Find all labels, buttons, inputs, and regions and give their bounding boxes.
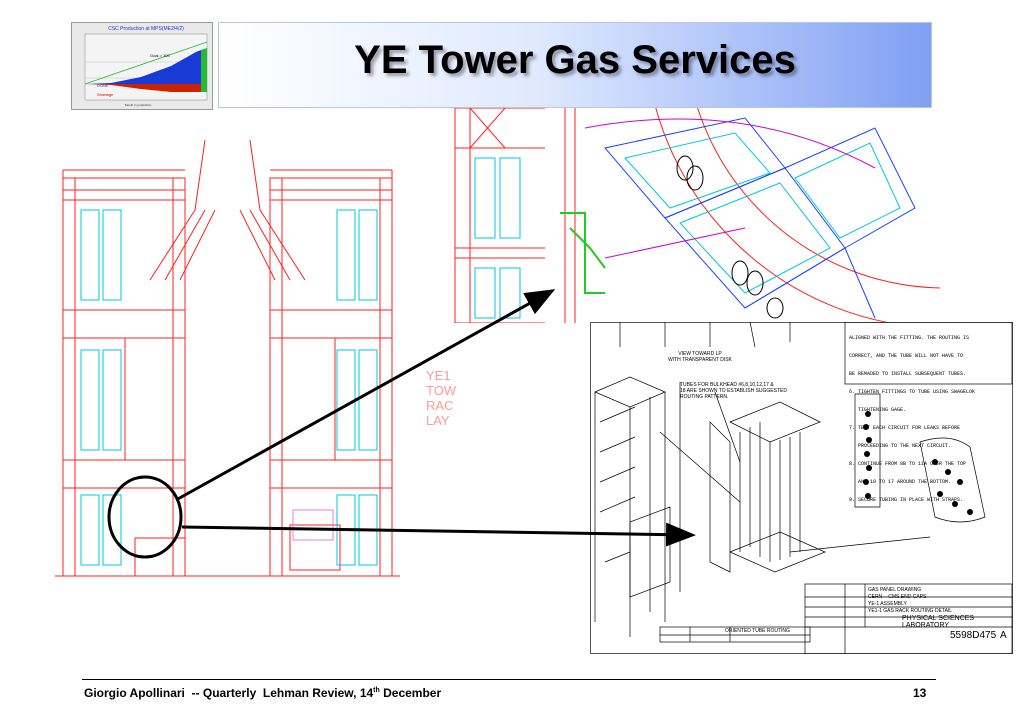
tubes-note: TUBES FOR BULKHEAD #6,8,10,12,17 & 18 AR… — [680, 382, 787, 400]
note-line: 9. SECURE TUBING IN PLACE WITH STRAPS. — [849, 497, 964, 503]
drawing-notes-block: ALIGNED WITH THE FITTING. THE ROUTING IS… — [849, 323, 1009, 509]
tubes-note-line: 18 ARE SHOWN TO ESTABLISH SUGGESTED — [680, 388, 787, 394]
note-line: PROCEEDING TO THE NEXT CIRCUIT. — [849, 443, 952, 449]
endcap-disk-drawing — [545, 108, 940, 323]
note-line: 6. TIGHTEN FITTINGS TO TUBE USING SWAGEL… — [849, 389, 976, 395]
footer-superscript: th — [373, 687, 380, 694]
title-block-line: GAS PANEL DRAWING — [868, 587, 922, 593]
arrow-to-drawing — [181, 522, 696, 547]
thumbnail-chart-graphic — [84, 33, 208, 101]
title-block-line: YE1-1 GAS RACK ROUTING DETAIL — [868, 608, 953, 614]
note-line: 7. TEST EACH CIRCUIT FOR LEAKS BEFORE — [849, 425, 961, 431]
footer-author: Giorgio Apollinari -- Quarterly Lehman R… — [84, 686, 374, 700]
slide-title: YE Tower Gas Services — [354, 38, 796, 82]
tower-label-line: YE1 — [426, 368, 451, 383]
arrow-to-disk — [175, 289, 556, 502]
title-block-line: CERN -- CMS END CAPS — [868, 594, 927, 600]
thumbnail-legend-done: DONE — [97, 83, 109, 88]
page-number: 13 — [913, 686, 927, 700]
view-note: VIEW TOWARD LP WITH TRANSPARENT DISK — [668, 351, 732, 363]
footer-divider — [82, 679, 936, 680]
footer-suffix: December — [379, 686, 442, 700]
drawing-revision: A — [1000, 630, 1007, 641]
thumbnail-legend-shortage: Shortage — [97, 92, 114, 97]
footer-text: Giorgio Apollinari -- Quarterly Lehman R… — [84, 686, 441, 700]
title-banner — [218, 22, 932, 108]
note-line: AND 19 TO 17 AROUND THE BOTTOM. — [849, 479, 952, 485]
title-block-routing: ORIENTED TUBE ROUTING — [725, 628, 790, 634]
thumbnail-title: CSC Production at MPS(ME2/4/2) — [108, 26, 184, 32]
engineering-drawing — [590, 322, 1013, 654]
note-line: TIGHTENING GAGE. — [849, 407, 907, 413]
callout-circle — [107, 475, 183, 559]
done-area — [85, 50, 201, 84]
tubes-note-line: TUBES FOR BULKHEAD #6,8,10,12,17 & — [680, 382, 774, 388]
note-line: ALIGNED WITH THE FITTING. THE ROUTING IS — [849, 335, 970, 341]
shortage-area — [85, 84, 201, 92]
note-line: 8. CONTINUE FROM 8B TO 11A OVER THE TOP — [849, 461, 967, 467]
title-block: GAS PANEL DRAWING CERN -- CMS END CAPS Y… — [868, 587, 952, 615]
lab-name: PHYSICAL SCIENCES LABORATORY — [902, 615, 975, 629]
thumbnail-xlabel: Month in production — [125, 103, 152, 107]
title-block-line: YE-1 ASSEMBLY — [868, 601, 907, 607]
note-line: CORRECT, AND THE TUBE WILL NOT HAVE TO — [849, 353, 964, 359]
view-note-line: WITH TRANSPARENT DISK — [668, 357, 732, 363]
goal-area — [201, 48, 207, 92]
tower-label-line: TOW — [426, 383, 457, 398]
tower-label: YE1 TOW RAC LAY — [426, 368, 456, 428]
tower-label-line: RAC — [426, 398, 454, 413]
tower-label-line: LAY — [426, 413, 450, 428]
note-line: BE REMADED TO INSTALL SUBSEQUENT TUBES. — [849, 371, 967, 377]
thumbnail-legend-goal: Goal = 100 — [150, 53, 170, 58]
drawing-number: 5598D475 — [950, 630, 997, 641]
view-note-line: VIEW TOWARD LP — [678, 351, 722, 357]
tubes-note-line: ROUTING PATTERN. — [680, 394, 729, 400]
